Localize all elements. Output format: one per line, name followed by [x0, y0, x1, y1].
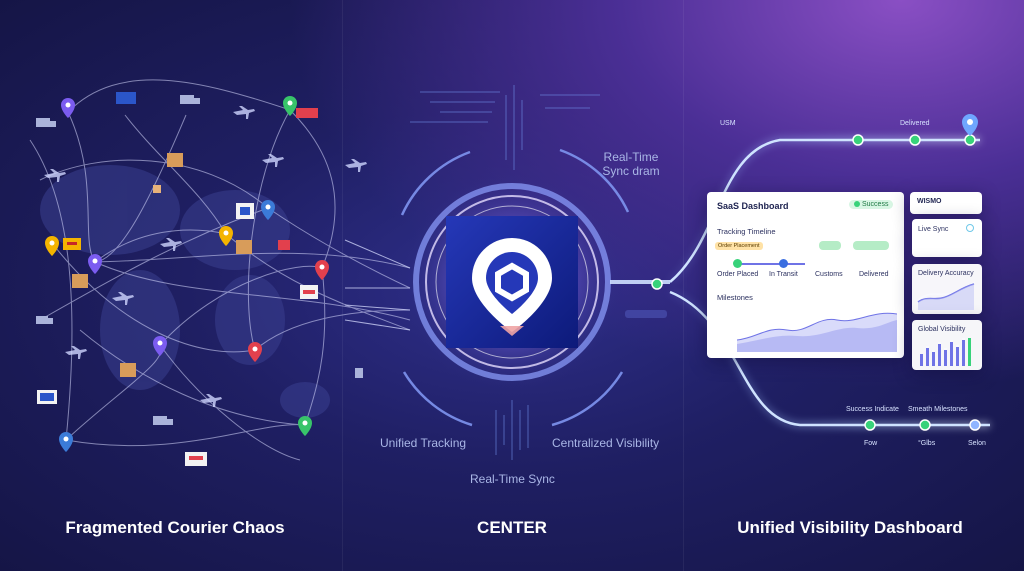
world-map-shadow: [40, 165, 330, 418]
timeline-step-done: [733, 259, 742, 268]
unified-tracking-label: Unified Tracking: [380, 436, 467, 450]
truck-icons: [36, 95, 363, 425]
section-title-chaos: Fragmented Courier Chaos: [65, 518, 285, 537]
plane-icons: [44, 106, 367, 407]
step-in-transit: In Transit: [769, 271, 798, 278]
output-beam: [610, 280, 670, 284]
route-top-right-label: Delivered: [900, 120, 930, 127]
wismo-card: WISMO: [910, 192, 982, 214]
step-delivered: Delivered: [859, 271, 889, 278]
map-pin-icons: [45, 96, 329, 452]
step-order-placed: Order Placed: [717, 271, 759, 278]
global-visibility-chart: [920, 338, 971, 366]
progress-pill-2: [853, 241, 889, 250]
status-badge: Success: [849, 200, 894, 209]
section-title-dashboard: Unified Visibility Dashboard: [737, 518, 963, 537]
destination-pin-icon: [962, 114, 978, 136]
timeline-title: Tracking Timeline: [717, 227, 776, 236]
live-sync-card: Live Sync: [912, 219, 982, 257]
timeline-step-active: [779, 259, 788, 268]
check-icon: [854, 201, 860, 208]
parcel-icons: [72, 153, 252, 466]
carrier-badges: [37, 92, 318, 404]
milestones-title: Milestones: [717, 293, 753, 302]
route-stop-2: °Glbs: [918, 440, 936, 447]
route-stop-3: Selon: [968, 440, 986, 447]
route-bottom-label-b: Smeath Milestones: [908, 406, 968, 413]
section-title-center: CENTER: [477, 518, 547, 537]
order-placement-chip: Order Placement: [715, 242, 763, 250]
route-stop-1: Fow: [864, 440, 878, 447]
saas-dashboard-panel: SaaS Dashboard Success Tracking Timeline…: [707, 192, 904, 358]
route-bottom-label-a: Success Indicate: [846, 406, 899, 413]
bottom-route: [669, 290, 990, 427]
dashboard-title: SaaS Dashboard: [717, 201, 789, 211]
realtime-sync-bottom-label: Real-Time Sync: [470, 472, 555, 486]
timeline-track: [737, 263, 805, 265]
incoming-arrows: [344, 239, 411, 331]
center-logo-icon: [472, 238, 552, 336]
realtime-sync-top-label: Real-Time Sync dram: [602, 150, 660, 178]
centralized-visibility-label: Centralized Visibility: [552, 436, 660, 450]
cycle-arrows: [400, 148, 630, 427]
milestones-chart: [737, 312, 897, 352]
sync-streaks: [410, 85, 600, 460]
progress-pill-1: [819, 241, 841, 250]
delivery-accuracy-chart: [917, 283, 975, 310]
sync-icon: [966, 224, 974, 232]
step-customs: Customs: [815, 271, 843, 278]
route-top-left-label: USM: [720, 120, 736, 127]
chaos-routes: [29, 79, 411, 461]
